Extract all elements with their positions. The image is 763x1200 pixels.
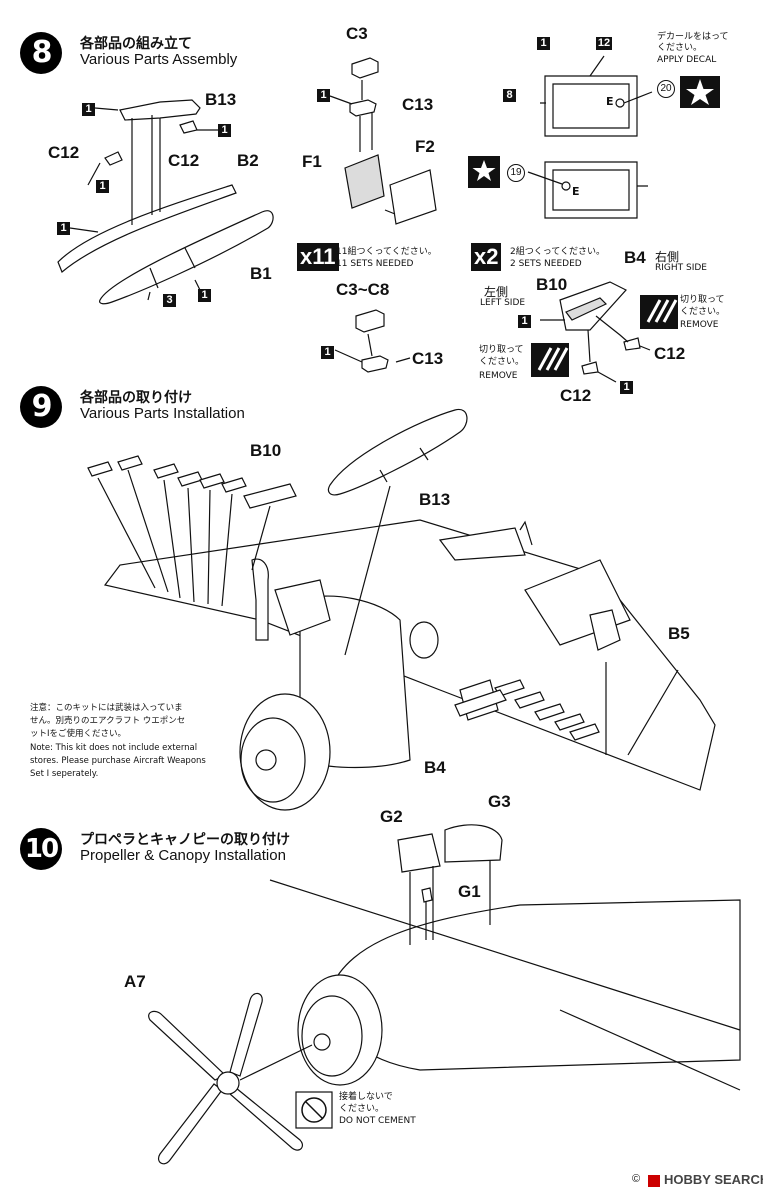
label-b10: B10 [250,441,282,460]
label-f2: F2 [415,137,435,156]
no-cement-jp2: ください。 [339,1104,385,1114]
label-c13-b: C13 [412,349,444,368]
part-number-1: 1 [198,289,211,302]
part-number-1: 1 [96,180,109,193]
step-10-number: 10 [20,828,62,870]
label-b4: B4 [424,758,446,777]
step-9-title-jp: 各部品の取り付け [80,390,192,406]
part-number-3: 3 [163,294,176,307]
part-number-1: 1 [620,381,633,394]
label-b10: B10 [536,275,568,294]
watermark-copyright: © [632,1173,641,1185]
label-c13: C13 [402,95,434,114]
label-g2: G2 [380,807,403,826]
rack-c3-c8-drawing [334,309,411,373]
label-b1: B1 [250,264,272,283]
label-g3: G3 [488,792,511,811]
label-a7: A7 [124,972,146,991]
weapons-note-jp3: ットIをご使用ください。 [30,729,127,739]
part-number-1: 1 [57,222,70,235]
remove-jp2: ください。 [479,357,525,367]
label-c12-a: C12 [654,344,686,363]
remove-jp1: 切り取って [479,345,524,355]
label-b5: B5 [668,624,690,643]
step-9-number: 9 [20,386,62,428]
left-side-jp: 左側 [484,285,509,299]
propeller-drawing [148,992,313,1165]
part-number-1: 1 [321,346,334,359]
label-b4: B4 [624,248,646,267]
fuselage-front-drawing [269,824,741,1091]
label-c12-left: C12 [48,143,80,162]
right-side-en: RIGHT SIDE [655,263,707,273]
remove-jp2: ください。 [680,307,726,317]
drop-tank-assembly-drawing [57,99,274,305]
part-number-12: 12 [596,37,612,50]
b4-b10-assembly-drawing [531,281,678,383]
decal-wing-drawings [468,55,720,219]
do-not-cement-icon [295,1091,333,1129]
bomb-rack-assembly-drawing [329,57,437,225]
step-8-number: 8 [20,32,62,74]
x2-badge: x2 [471,243,502,271]
step-10-title-jp: プロペラとキャノピーの取り付け [80,832,290,848]
part-number-8: 8 [503,89,516,102]
sets-11-jp: 11組つくってください。 [336,247,437,257]
right-side-jp: 右側 [655,250,680,264]
rocket-rails-drawing [87,455,600,741]
decal-jp2: ください。 [657,43,703,53]
no-cement-jp1: 接着しないで [339,1092,393,1102]
decal-jp1: デカールをはって [657,32,729,42]
sets-11-en: 11 SETS NEEDED [336,259,414,269]
decal-number-20: 20 [657,80,675,98]
step-8-title-jp: 各部品の組み立て [80,36,192,52]
sets-2-en: 2 SETS NEEDED [510,259,582,269]
label-b13: B13 [419,490,451,509]
weapons-note-en1: Note: This kit does not include external [30,743,198,753]
part-number-1: 1 [82,103,95,116]
label-b13: B13 [205,90,237,109]
step-10-title-en: Propeller & Canopy Installation [80,847,286,864]
no-cement-en: DO NOT CEMENT [339,1116,416,1126]
drop-tank-installed-drawing [327,408,679,756]
label-g1: G1 [458,882,481,901]
label-c3-c8: C3~C8 [336,280,390,299]
remove-en: REMOVE [680,320,719,330]
label-c3: C3 [346,24,368,43]
remove-en: REMOVE [479,371,518,381]
decal-number-19: 19 [507,164,525,182]
part-number-1: 1 [537,37,550,50]
label-f1: F1 [302,152,322,171]
weapons-note-en2: stores. Please purchase Aircraft Weapons [30,756,206,766]
label-b2: B2 [237,151,259,170]
left-side-en: LEFT SIDE [480,298,526,308]
hobbysearch-logo [648,1175,660,1187]
weapons-note-jp2: せん。別売りのエアクラフト ウエポンセ [30,716,186,726]
x11-badge: x11 [297,243,339,271]
watermark-brand: HOBBY SEARCH [664,1172,763,1187]
step-9-title-en: Various Parts Installation [80,405,245,422]
remove-jp1: 切り取って [680,295,725,305]
step-8-title-en: Various Parts Assembly [80,51,238,68]
label-c12-b: C12 [560,386,592,405]
label-c12-right: C12 [168,151,200,170]
decal-e-top: E [606,95,614,108]
decal-en: APPLY DECAL [657,55,717,65]
decal-e-bottom: E [572,185,580,198]
part-number-1: 1 [317,89,330,102]
part-number-1: 1 [218,124,231,137]
weapons-note-en3: Set I seperately. [30,769,99,779]
sets-2-jp: 2組つくってください。 [510,247,606,257]
weapons-note-jp1: 注意：このキットには武装は入っていま [30,703,183,713]
part-number-1: 1 [518,315,531,328]
